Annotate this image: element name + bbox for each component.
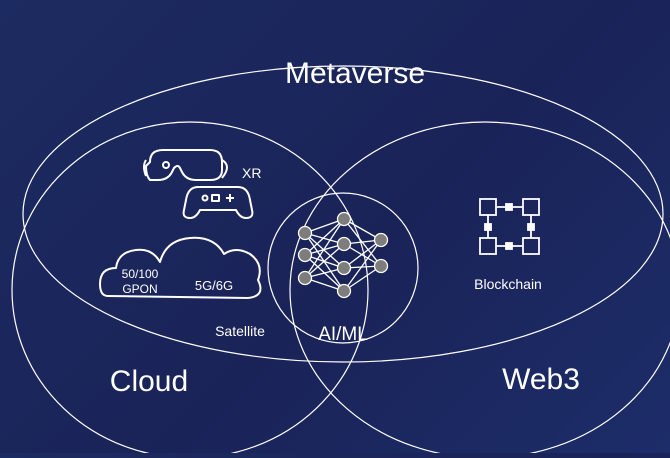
neural-network-icon <box>297 211 389 299</box>
ai-ml-circle <box>267 192 419 344</box>
web3-ellipse <box>289 121 670 458</box>
web3-label: Web3 <box>502 363 580 396</box>
nn-node <box>297 225 313 241</box>
nn-edge <box>304 243 345 279</box>
nn-node <box>336 283 352 299</box>
nn-edge <box>343 243 382 267</box>
nn-edge <box>304 232 345 269</box>
five-g-label: 5G/6G <box>195 278 233 293</box>
nn-edge <box>304 218 345 279</box>
metaverse-label: Metaverse <box>285 57 425 90</box>
nn-edge <box>304 218 345 256</box>
nn-node <box>297 270 313 286</box>
game-controller-icon <box>182 186 254 219</box>
cloud-ellipse <box>11 121 369 458</box>
nn-edge <box>343 265 382 292</box>
nn-node <box>336 211 352 227</box>
metaverse-ellipse <box>22 65 664 363</box>
gpon-label-line2: GPON <box>122 282 157 296</box>
blockchain-icon <box>479 198 540 255</box>
nn-node <box>373 258 389 274</box>
nn-edge <box>343 239 382 292</box>
nn-node <box>336 260 352 276</box>
vr-headset-icon <box>143 149 228 181</box>
blockchain-label: Blockchain <box>474 276 542 292</box>
nn-node <box>336 236 352 252</box>
cloud-icon <box>99 236 262 299</box>
nn-edge <box>343 239 382 269</box>
xr-label: XR <box>242 165 261 181</box>
ai-ml-label: AI/ML <box>318 324 368 345</box>
gpon-label-line1: 50/100 <box>122 267 159 281</box>
nn-node <box>373 232 389 248</box>
nn-node <box>297 247 313 263</box>
cloud-label: Cloud <box>110 365 188 398</box>
satellite-label: Satellite <box>215 323 265 339</box>
